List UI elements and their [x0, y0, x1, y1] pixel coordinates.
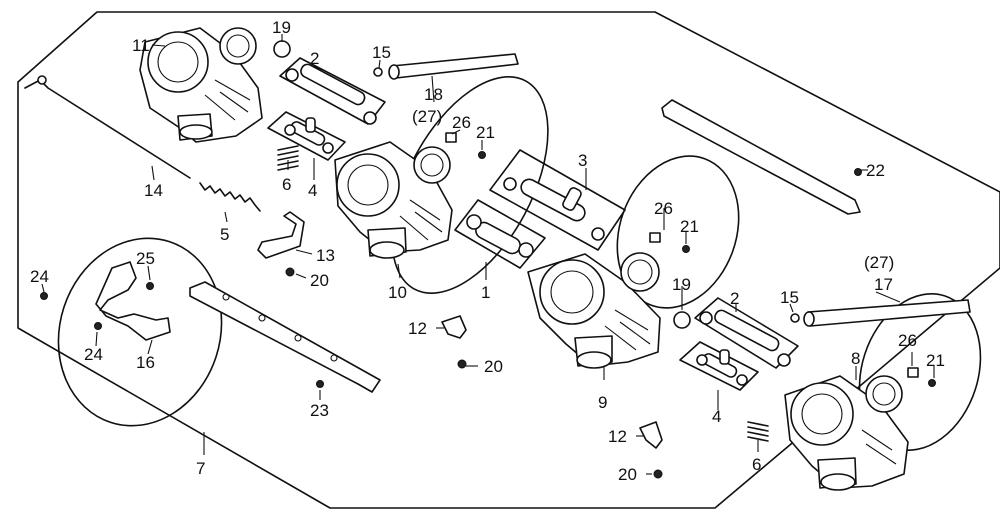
- callout-6-lower: 6: [752, 455, 761, 474]
- screw-23: [316, 380, 324, 388]
- screw-21c: [928, 379, 936, 387]
- clamp-26a: [445, 132, 457, 143]
- callout-19-upper: 19: [272, 18, 291, 37]
- callout-8: 8: [851, 349, 860, 368]
- small-hardware: [40, 40, 936, 479]
- callout-17: 17: [874, 275, 893, 294]
- leader-lines: [41, 34, 935, 475]
- callout-25: 25: [136, 249, 155, 268]
- screw-24b: [94, 322, 102, 330]
- spring-6-lower: [747, 421, 769, 442]
- callout-12-upper: 12: [408, 319, 427, 338]
- carburetor-10: [334, 141, 453, 259]
- screw-21a: [478, 151, 486, 159]
- callout-26-upper: 26: [452, 113, 471, 132]
- bracket-12-upper: [441, 315, 467, 339]
- t-joint-4-upper: [267, 111, 346, 161]
- fuel-hose-18: [388, 53, 519, 80]
- callout-16: 16: [136, 353, 155, 372]
- callout-21-lower: 21: [926, 351, 945, 370]
- throttle-rod-14: [24, 75, 191, 179]
- callout-4-lower: 4: [712, 407, 721, 426]
- callout-22: 22: [866, 161, 885, 180]
- callout-5: 5: [220, 225, 229, 244]
- callout-24-upper: 24: [30, 267, 49, 286]
- bracket-12-lower: [639, 421, 663, 449]
- callout-20-middle: 20: [484, 357, 503, 376]
- joint-1: [454, 199, 546, 269]
- callout-13: 13: [316, 246, 335, 265]
- bracket-13: [257, 211, 305, 259]
- t-joint-4-lower: [679, 341, 759, 391]
- callout-11: 11: [132, 36, 150, 55]
- callout-24-lower: 24: [84, 345, 103, 364]
- screw-20b: [457, 359, 467, 369]
- linkage-group-circle: [57, 237, 223, 427]
- joint-3: [489, 149, 626, 251]
- callout-labels: 11 19 2 15 18 (27) 26 21 3 6 4 14 5 13 2…: [30, 18, 945, 484]
- callout-26-lower: 26: [898, 331, 917, 350]
- callout-6-upper: 6: [282, 175, 291, 194]
- callout-27-lower: (27): [864, 253, 894, 272]
- callout-12-lower: 12: [608, 427, 627, 446]
- callout-1: 1: [481, 283, 490, 302]
- carburetor-9: [527, 252, 661, 369]
- callout-14: 14: [144, 181, 163, 200]
- gasket-strip-22: [661, 99, 861, 215]
- clip-15a: [373, 67, 383, 77]
- callout-20-upper: 20: [310, 271, 329, 290]
- callout-18: 18: [424, 85, 443, 104]
- spring-6-upper: [277, 145, 299, 171]
- callout-15-upper: 15: [372, 43, 391, 62]
- link-plate-7: [189, 281, 381, 393]
- screw-20a: [285, 267, 295, 277]
- screw-21b: [682, 245, 690, 253]
- cap-19b: [673, 311, 691, 329]
- assembly-outline: [17, 11, 1000, 509]
- callout-3: 3: [578, 151, 587, 170]
- callout-15-lower: 15: [780, 288, 799, 307]
- screw-22: [854, 168, 862, 176]
- callout-21-upper: 21: [476, 123, 495, 142]
- cap-19a: [273, 40, 291, 58]
- callout-7: 7: [196, 459, 205, 478]
- callout-21-middle: 21: [680, 217, 699, 236]
- callout-26-middle: 26: [654, 199, 673, 218]
- carburetor-11: [139, 27, 263, 143]
- callout-27-upper: (27): [412, 107, 442, 126]
- callout-10: 10: [388, 283, 407, 302]
- fuel-hose-17: [803, 299, 971, 327]
- lever-16: [95, 261, 171, 341]
- joint-pipe-2-upper: [279, 57, 386, 125]
- callout-2-upper: 2: [310, 49, 319, 68]
- screw-20c: [653, 469, 663, 479]
- pipe-group-circle-upper: [391, 76, 549, 294]
- callout-23: 23: [310, 401, 329, 420]
- callout-2-lower: 2: [730, 289, 739, 308]
- callout-4-upper: 4: [308, 181, 317, 200]
- callout-20-lower: 20: [618, 465, 637, 484]
- carburetor-8: [784, 375, 909, 491]
- spring-5: [199, 182, 261, 212]
- callout-19-lower: 19: [672, 275, 691, 294]
- screw-25: [146, 282, 154, 290]
- callout-9: 9: [598, 393, 607, 412]
- clamp-26b: [649, 232, 661, 243]
- screw-24a: [40, 292, 48, 300]
- joint-pipe-2-lower: [694, 297, 799, 369]
- clamp-26c: [907, 367, 919, 378]
- clip-15b: [790, 313, 800, 323]
